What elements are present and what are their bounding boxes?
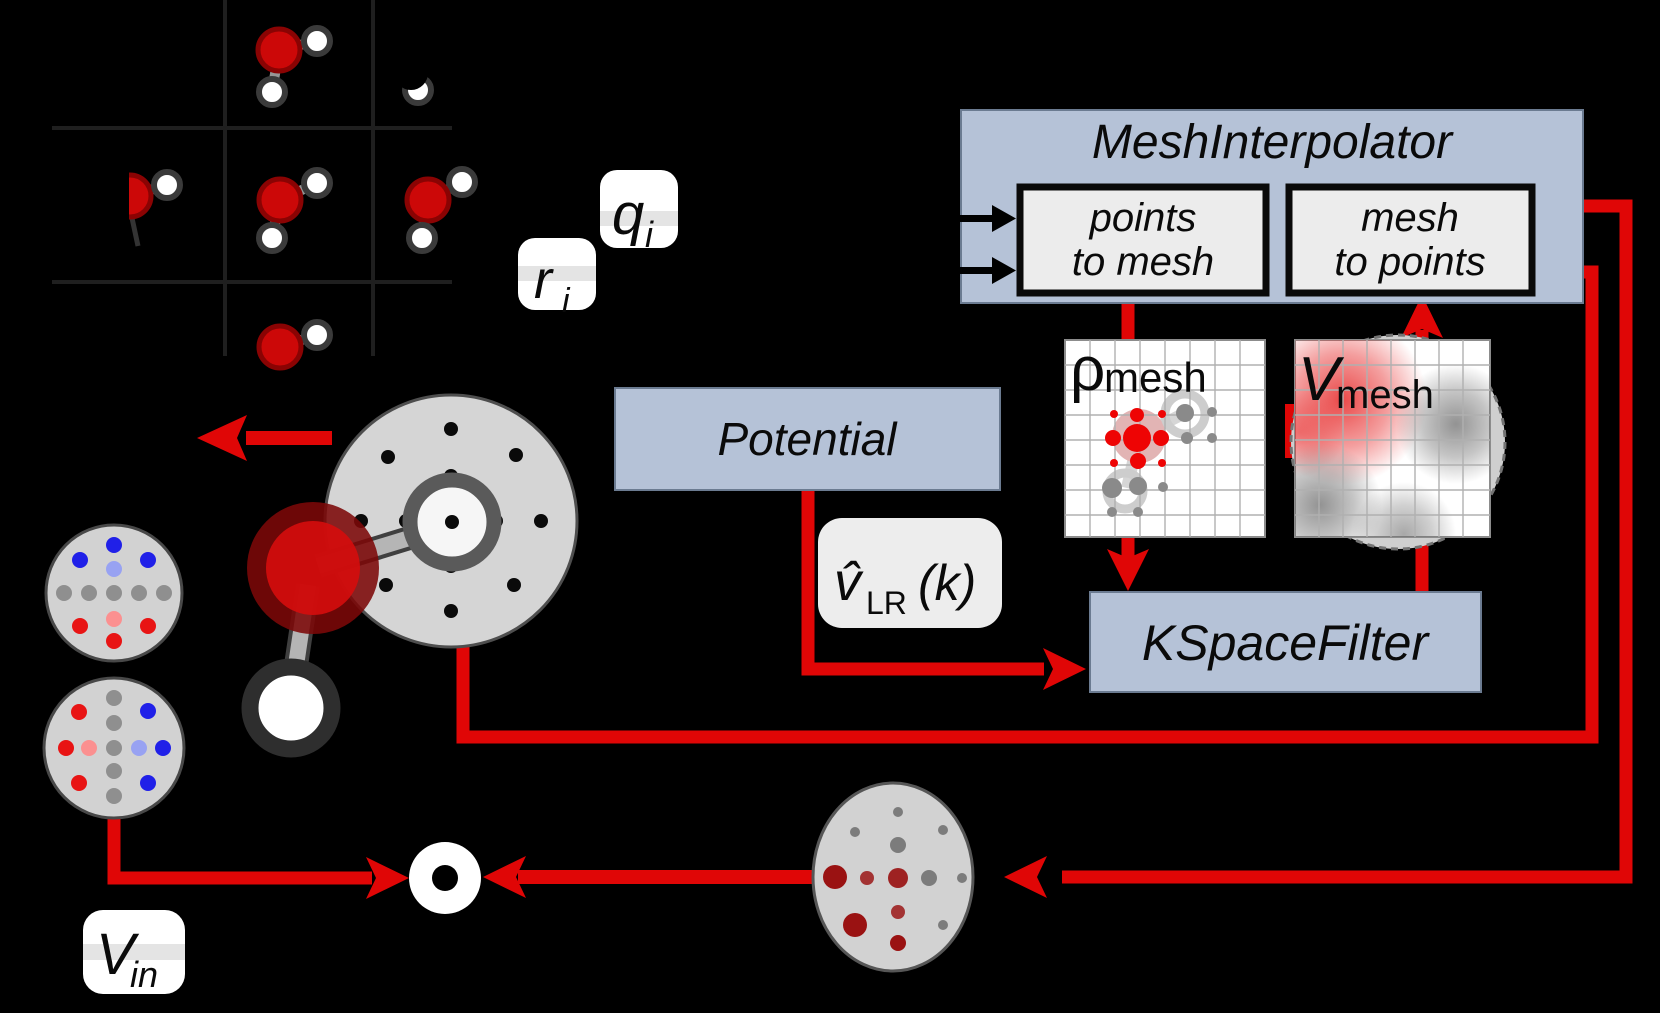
water-molecules	[95, 25, 478, 371]
arrow-potential-to-kspacefilter	[801, 490, 1044, 676]
vin-subscript: in	[130, 954, 158, 995]
svg-text:to mesh: to mesh	[1072, 240, 1214, 284]
mesh-interpolator-title: MeshInterpolator	[1092, 116, 1454, 169]
rho-mesh-panel: ρ mesh	[1064, 335, 1266, 538]
dot-product-symbol	[409, 842, 481, 914]
red-connector-stub	[1285, 404, 1294, 458]
vlr-subscript: LR	[866, 585, 907, 621]
water-molecule	[404, 166, 478, 254]
arrow-vin-to-product	[107, 816, 372, 885]
r-subscript: i	[562, 282, 571, 320]
input-arrows	[956, 205, 1016, 284]
q-subscript: i	[645, 214, 654, 255]
vin-label: V in	[83, 910, 185, 995]
oxygen-atom	[247, 502, 379, 634]
water-molecule	[256, 167, 333, 254]
charge-label: q i	[600, 170, 678, 255]
potential-values-circle	[811, 781, 975, 973]
mesh-interpolator-module: MeshInterpolator points to mesh mesh to …	[956, 109, 1584, 304]
q-label: q	[612, 182, 644, 247]
rho-mesh-main: ρ	[1070, 335, 1105, 404]
vlr-main: v̂	[834, 552, 864, 612]
vlr-argument: (k)	[918, 555, 976, 611]
position-label: r i	[518, 238, 596, 320]
partial-hydrogen	[394, 56, 434, 106]
feature-circle-charges	[44, 523, 184, 663]
left-arrow	[197, 415, 332, 461]
svg-text:mesh: mesh	[1361, 196, 1459, 240]
charge-density-dots	[1102, 404, 1217, 517]
r-label: r	[534, 250, 554, 310]
water-molecule	[256, 319, 333, 371]
v-mesh-main: V	[1298, 345, 1345, 414]
rho-mesh-subscript: mesh	[1104, 354, 1207, 401]
kspace-filter-title: KSpaceFilter	[1142, 615, 1431, 671]
water-molecule	[95, 163, 183, 247]
potential-title: Potential	[717, 413, 898, 465]
mesh-grid	[1295, 340, 1490, 537]
kspace-filter-module: KSpaceFilter	[1089, 591, 1482, 693]
points-to-mesh-box: points to mesh	[1016, 183, 1270, 297]
vin-main: V	[96, 922, 140, 987]
mesh-to-points-box: mesh to points	[1285, 183, 1536, 297]
water-molecule	[255, 25, 333, 108]
atom-neighborhood-circle	[241, 393, 579, 758]
vlr-label: v̂ LR (k)	[818, 518, 1002, 628]
svg-text:to points: to points	[1334, 240, 1485, 284]
potential-module: Potential	[614, 387, 1001, 491]
v-mesh-panel: V mesh	[1294, 339, 1491, 538]
feature-circle-gradient	[42, 676, 186, 820]
simulation-cell-grid	[52, 0, 452, 356]
v-mesh-subscript: mesh	[1336, 373, 1434, 417]
hydrogen-atom	[241, 658, 341, 758]
svg-text:points: points	[1089, 196, 1197, 240]
